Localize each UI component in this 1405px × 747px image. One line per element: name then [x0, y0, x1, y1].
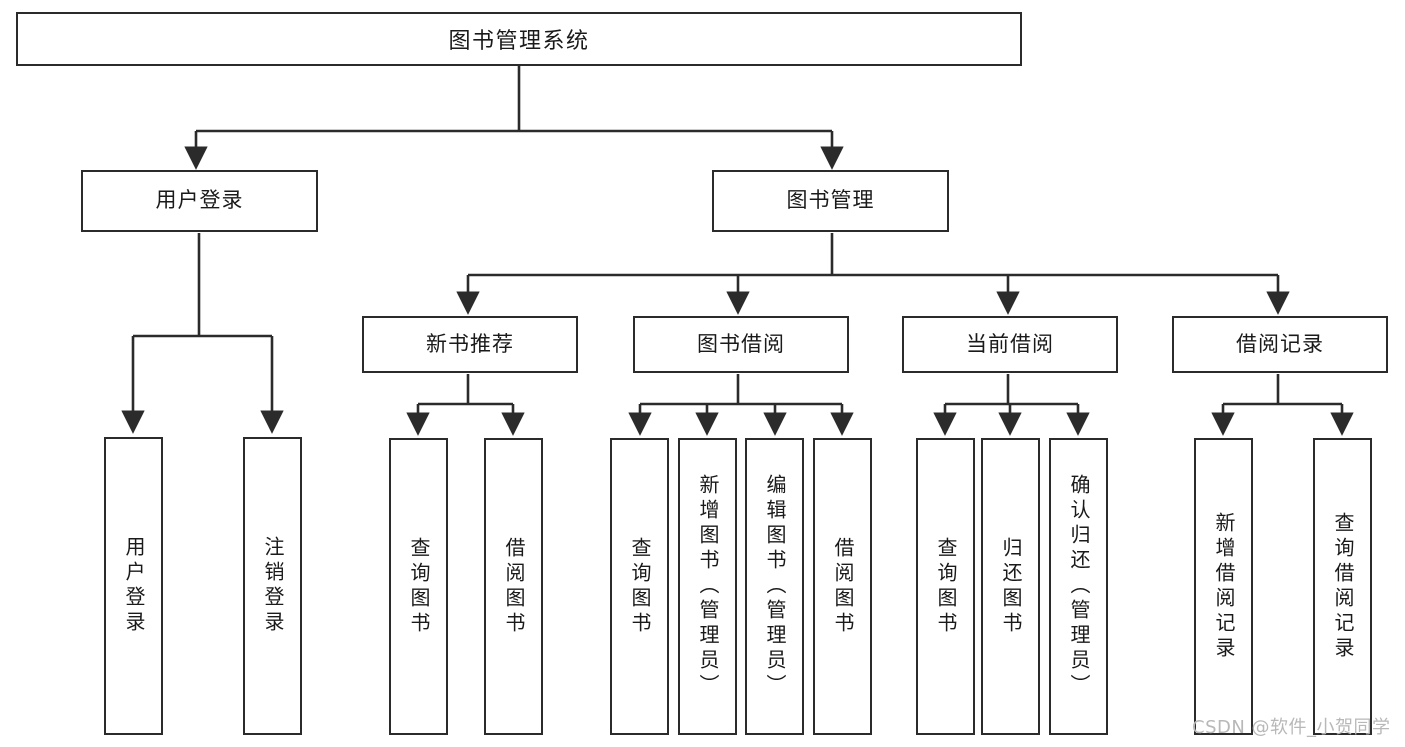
node-label: 图书管理 — [786, 188, 875, 213]
node-root-system[interactable]: 图书管理系统 — [16, 12, 1022, 66]
node-label: 用户登录 — [155, 188, 244, 213]
node-label: 借阅图书 — [831, 536, 855, 637]
node-leaf-borrow-book-recommend[interactable]: 借阅图书 — [484, 438, 543, 735]
node-leaf-query-book-current[interactable]: 查询图书 — [916, 438, 975, 735]
node-leaf-query-book-borrow[interactable]: 查询图书 — [610, 438, 669, 735]
node-label: 查询图书 — [934, 536, 958, 637]
node-label: 查询图书 — [407, 536, 431, 637]
csdn-watermark: CSDN @软件_小贺同学 — [1192, 717, 1391, 738]
node-borrow-record[interactable]: 借阅记录 — [1172, 316, 1388, 373]
node-current-borrow[interactable]: 当前借阅 — [902, 316, 1118, 373]
node-label: 查询图书 — [628, 536, 652, 637]
node-leaf-add-borrow-record[interactable]: 新增借阅记录 — [1194, 438, 1253, 735]
node-leaf-edit-book-admin[interactable]: 编辑图书（管理员） — [745, 438, 804, 735]
node-label: 图书管理系统 — [448, 29, 590, 54]
node-leaf-user-login[interactable]: 用户登录 — [104, 437, 163, 735]
node-label: 编辑图书（管理员） — [763, 474, 787, 699]
node-label: 归还图书 — [999, 536, 1023, 637]
node-label: 新增图书（管理员） — [696, 474, 720, 699]
node-leaf-add-book-admin[interactable]: 新增图书（管理员） — [678, 438, 737, 735]
node-book-management[interactable]: 图书管理 — [712, 170, 949, 232]
node-label: 借阅图书 — [502, 536, 526, 637]
node-leaf-borrow-book[interactable]: 借阅图书 — [813, 438, 872, 735]
node-label: 新增借阅记录 — [1212, 511, 1236, 662]
node-label: 图书借阅 — [697, 331, 785, 356]
node-leaf-logout[interactable]: 注销登录 — [243, 437, 302, 735]
node-label: 确认归还（管理员） — [1067, 474, 1091, 699]
node-leaf-query-borrow-record[interactable]: 查询借阅记录 — [1313, 438, 1372, 735]
node-user-login[interactable]: 用户登录 — [81, 170, 318, 232]
node-label: 借阅记录 — [1236, 331, 1324, 356]
node-label: 查询借阅记录 — [1331, 511, 1355, 662]
node-label: 用户登录 — [122, 536, 146, 636]
node-label: 当前借阅 — [966, 331, 1054, 356]
node-label: 新书推荐 — [426, 331, 514, 356]
node-new-book-recommend[interactable]: 新书推荐 — [362, 316, 578, 373]
node-leaf-return-book[interactable]: 归还图书 — [981, 438, 1040, 735]
node-leaf-query-book-recommend[interactable]: 查询图书 — [389, 438, 448, 735]
node-label: 注销登录 — [261, 536, 285, 636]
node-leaf-confirm-return-admin[interactable]: 确认归还（管理员） — [1049, 438, 1108, 735]
node-book-borrow[interactable]: 图书借阅 — [633, 316, 849, 373]
